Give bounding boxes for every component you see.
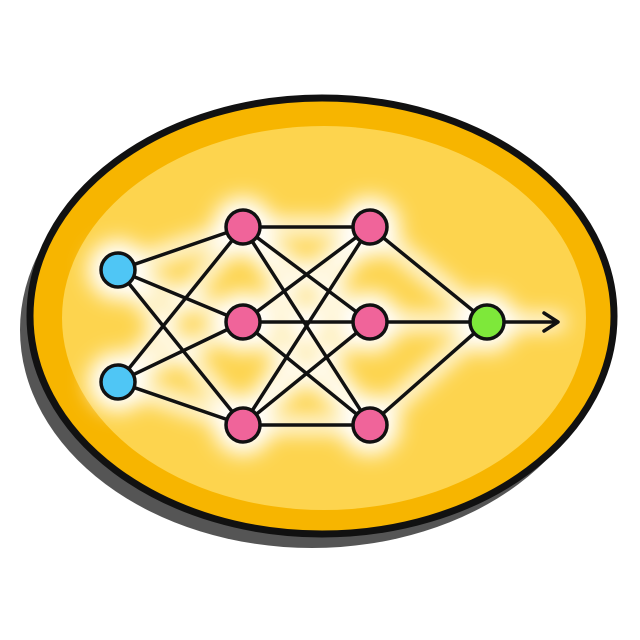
edge bbox=[241, 320, 372, 427]
hidden-node bbox=[224, 303, 262, 341]
output-arrow bbox=[504, 311, 560, 333]
hidden-node bbox=[224, 406, 262, 444]
output-node bbox=[468, 303, 506, 341]
network-nodes bbox=[99, 208, 506, 444]
edge bbox=[116, 380, 245, 427]
edge bbox=[241, 225, 372, 427]
hidden-node bbox=[351, 303, 389, 341]
input-node bbox=[99, 363, 137, 401]
hidden-node bbox=[224, 208, 262, 246]
edge bbox=[368, 320, 489, 427]
edge bbox=[116, 225, 245, 384]
edge bbox=[241, 225, 372, 324]
input-node bbox=[99, 251, 137, 289]
edge bbox=[116, 268, 245, 427]
edge bbox=[116, 225, 245, 272]
edge bbox=[116, 320, 245, 384]
edge bbox=[368, 225, 489, 324]
network-edges bbox=[116, 225, 489, 427]
edge bbox=[116, 268, 245, 324]
hidden-node bbox=[351, 208, 389, 246]
arrow-head-icon bbox=[542, 311, 560, 333]
hidden-node bbox=[351, 406, 389, 444]
